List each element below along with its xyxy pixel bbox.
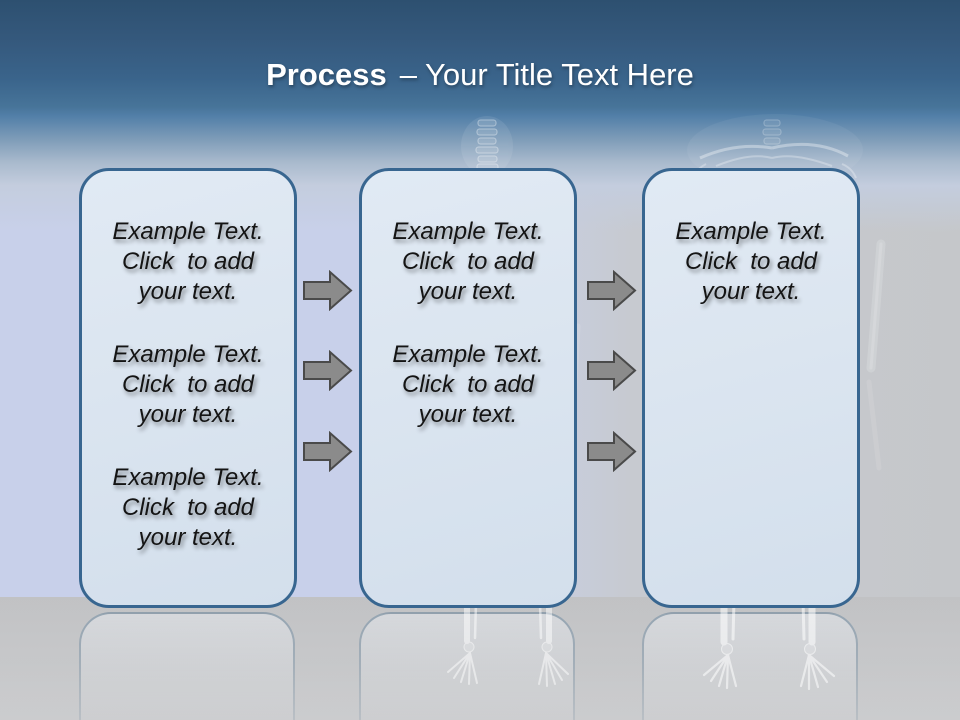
text-placeholder[interactable]: Example Text. Click to add your text.	[675, 218, 827, 305]
box-text-area: Example Text. Click to add your text. Exa…	[82, 171, 294, 553]
text-placeholder[interactable]: Example Text. Click to add your text.	[392, 218, 544, 305]
xray-arm-bone	[866, 239, 886, 471]
right-arrow-icon[interactable]	[587, 270, 637, 311]
right-arrow-icon[interactable]	[587, 431, 637, 472]
right-arrow-icon[interactable]	[303, 431, 353, 472]
right-arrow-icon[interactable]	[303, 270, 353, 311]
text-placeholder[interactable]: Example Text. Click to add your text.	[392, 341, 544, 428]
box-text-area: Example Text. Click to add your text. Exa…	[362, 171, 574, 430]
right-arrow-icon[interactable]	[303, 350, 353, 391]
right-arrow-icon[interactable]	[587, 350, 637, 391]
text-placeholder[interactable]: Example Text. Click to add your text.	[112, 218, 264, 305]
process-step-1[interactable]: Example Text. Click to add your text. Exa…	[79, 168, 297, 608]
floor-fade-overlay	[0, 597, 960, 720]
reflective-floor	[0, 597, 960, 720]
slide-title[interactable]: Process – Your Title Text Here	[0, 52, 960, 98]
title-keyword: Process	[266, 57, 387, 92]
title-subtitle: – Your Title Text Here	[399, 57, 694, 92]
text-placeholder[interactable]: Example Text. Click to add your text.	[112, 341, 264, 428]
process-step-3[interactable]: Example Text. Click to add your text.	[642, 168, 860, 608]
process-step-2[interactable]: Example Text. Click to add your text. Exa…	[359, 168, 577, 608]
text-placeholder[interactable]: Example Text. Click to add your text.	[112, 464, 264, 551]
box-text-area: Example Text. Click to add your text.	[645, 171, 857, 307]
